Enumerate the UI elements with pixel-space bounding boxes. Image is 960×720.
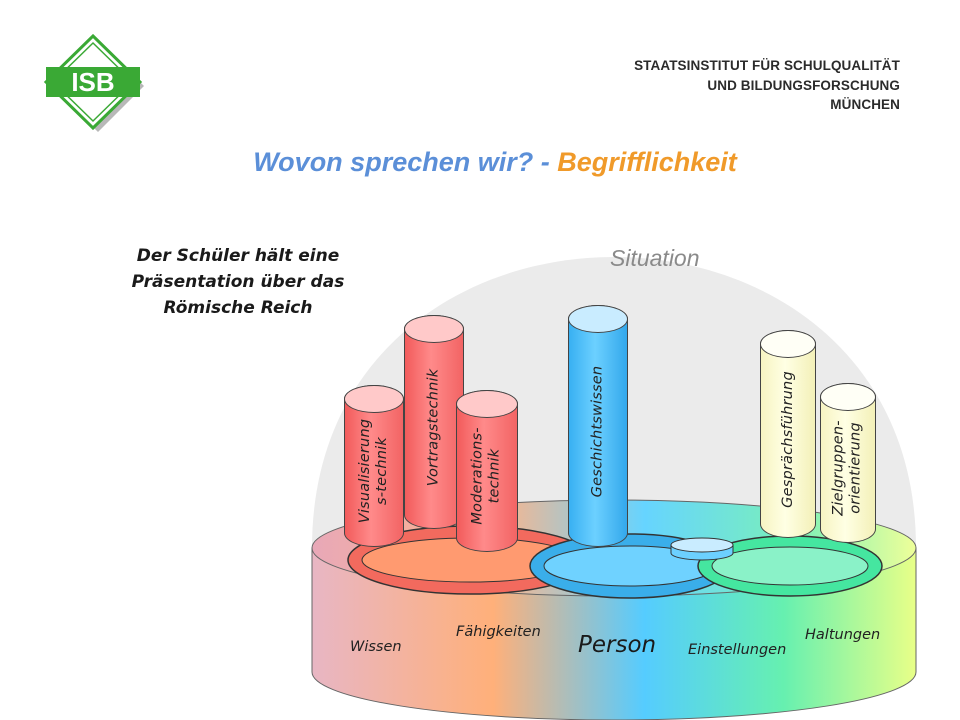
cylinder-visualisierung: Visualisierung s-technik — [344, 385, 404, 547]
institute-line: STAATSINSTITUT FÜR SCHULQUALITÄT — [634, 58, 900, 73]
cylinder-vortragstechnik: Vortragstechnik — [404, 315, 464, 529]
scenario-text: Der Schüler hält eine Präsentation über … — [92, 243, 384, 321]
cylinder-label: Geschichtswissen — [589, 365, 606, 497]
label-wissen: Wissen — [350, 639, 402, 655]
cylinder-label: orientierung — [848, 422, 865, 514]
cylinder-label: technik — [487, 448, 504, 504]
cylinder-label: Gesprächsführung — [779, 370, 796, 508]
label-haltungen: Haltungen — [805, 627, 881, 643]
label-einstellungen: Einstellungen — [688, 642, 787, 658]
logo-text: ISB — [71, 67, 114, 97]
cylinder-label: Zielgruppen- — [831, 420, 848, 516]
institute-line: UND BILDUNGSFORSCHUNG — [707, 77, 900, 93]
cylinder-gespraechsfuehrung: Gesprächsführung — [760, 330, 816, 538]
cylinder-label: Moderations- — [470, 427, 487, 525]
institute-name: STAATSINSTITUT FÜR SCHULQUALITÄT UND BIL… — [634, 56, 900, 115]
cylinder-label: Visualisierung — [357, 418, 374, 524]
situation-label: Situation — [610, 245, 700, 271]
cylinder-label: s-technik — [374, 437, 391, 505]
person-label: Person — [578, 632, 657, 658]
slide-title: Wovon sprechen wir? - Begrifflichkeit — [0, 147, 960, 178]
cylinder-geschichtswissen: Geschichtswissen — [568, 305, 628, 547]
institute-line: MÜNCHEN — [830, 97, 900, 112]
title-question: Wovon sprechen wir? - — [253, 147, 558, 177]
label-faehigkeiten: Fähigkeiten — [456, 624, 541, 640]
isb-logo: ISB — [43, 34, 144, 132]
cylinder-label: Vortragstechnik — [425, 368, 442, 486]
cylinder-zielgruppen: Zielgruppen- orientierung — [820, 383, 876, 543]
scenario-line: Der Schüler hält eine — [136, 246, 340, 266]
cylinder-moderation: Moderations- technik — [456, 390, 518, 552]
scenario-line: Präsentation über das — [131, 272, 345, 292]
scenario-line: Römische Reich — [163, 298, 313, 318]
title-keyword: Begrifflichkeit — [557, 147, 737, 177]
